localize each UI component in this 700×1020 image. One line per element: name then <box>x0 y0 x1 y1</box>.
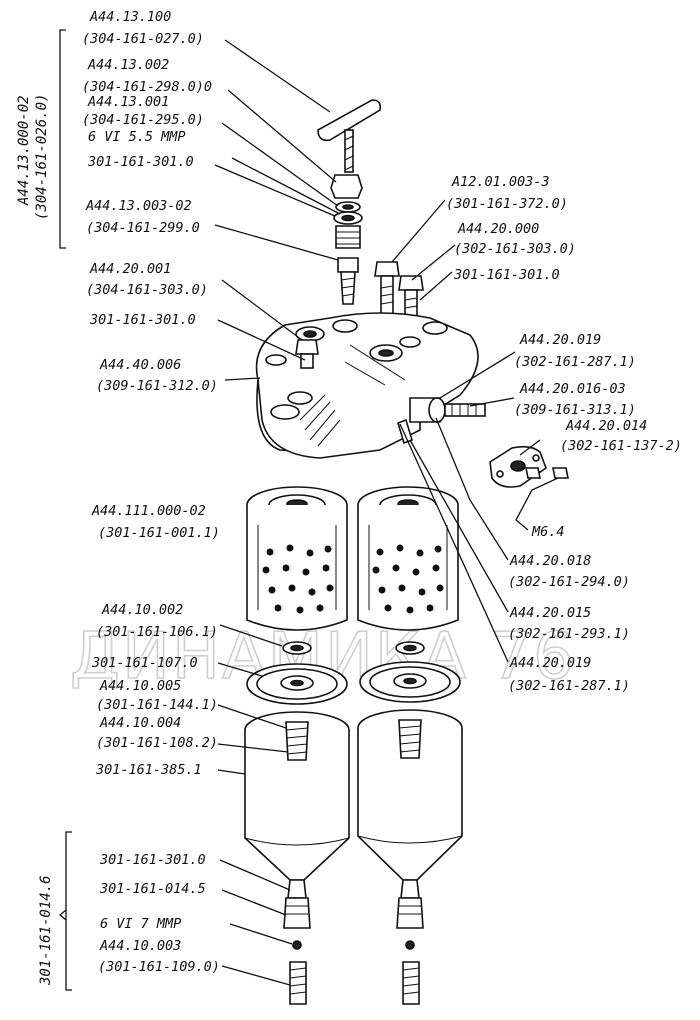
label-6vi-5-5-mmp: 6 VI 5.5 MMP <box>88 129 186 145</box>
group-label-top-line2: (304-161-026.0) <box>34 94 50 220</box>
leader-lines <box>214 39 559 986</box>
label-301-161-014-5: 301-161-014.5 <box>99 881 206 897</box>
label-302-161-287-a: (302-161-287.1) <box>514 354 636 370</box>
label-301-161-108: (301-161-108.2) <box>96 735 218 751</box>
label-302-161-137: (302-161-137-2) <box>560 438 682 454</box>
label-a44-13-002: А44.13.002 <box>87 57 169 73</box>
label-301-161-301-a: 301-161-301.0 <box>87 154 194 170</box>
sediment-bowl-right <box>357 709 463 1005</box>
filter-element-right <box>357 486 459 631</box>
label-a44-20-015: А44.20.015 <box>509 605 591 621</box>
label-301-161-001: (301-161-001.1) <box>98 525 220 541</box>
label-301-161-144: (301-161-144.1) <box>96 697 218 713</box>
label-a44-13-100: А44.13.100 <box>89 9 171 25</box>
label-302-161-294: (302-161-294.0) <box>508 574 630 590</box>
label-309-161-313: (309-161-313.1) <box>514 402 636 418</box>
label-a44-20-000: А44.20.000 <box>457 221 539 237</box>
label-301-161-301-d: 301-161-301.0 <box>99 852 206 868</box>
label-a44-111-000: А44.111.000-02 <box>91 503 206 519</box>
label-304-161-298: (304-161-298.0)0 <box>82 79 212 95</box>
label-302-161-303: (302-161-303.0) <box>454 241 576 257</box>
label-6vi-7-mmp: 6 VI 7 MMP <box>100 916 181 932</box>
bolts-right <box>374 261 424 321</box>
label-301-161-301-b: 301-161-301.0 <box>89 312 196 328</box>
label-a44-20-001: А44.20.001 <box>89 261 171 277</box>
label-309-161-312: (309-161-312.0) <box>96 378 218 394</box>
label-a44-40-006: А44.40.006 <box>99 357 181 373</box>
label-304-161-027: (304-161-027.0) <box>82 31 204 47</box>
label-a12-01-003: А12.01.003-3 <box>451 174 550 190</box>
group-bracket-top: А44.13.000-02 (304-161-026.0) <box>16 29 66 249</box>
label-a44-13-001: А44.13.001 <box>87 94 169 110</box>
label-a44-13-003: А44.13.003-02 <box>85 198 192 214</box>
filter-head-body <box>255 312 479 459</box>
label-a44-20-014: А44.20.014 <box>565 418 647 434</box>
label-301-161-109: (301-161-109.0) <box>98 959 220 975</box>
label-302-161-287-b: (302-161-287.1) <box>508 678 630 694</box>
label-a44-20-018: А44.20.018 <box>509 553 591 569</box>
label-m6-4: M6.4 <box>531 524 565 540</box>
label-a44-10-002: А44.10.002 <box>101 602 183 618</box>
label-a44-20-019-a: А44.20.019 <box>519 332 601 348</box>
label-301-161-372: (301-161-372.0) <box>446 196 568 212</box>
filter-element-left <box>246 486 348 631</box>
label-301-161-385: 301-161-385.1 <box>95 762 202 778</box>
label-a44-10-003: А44.10.003 <box>99 938 181 954</box>
washers-left <box>246 641 348 705</box>
washers-right <box>359 641 461 703</box>
label-a44-10-005: А44.10.005 <box>99 678 181 694</box>
label-304-161-299: (304-161-299.0 <box>86 220 200 236</box>
valve-bolt <box>335 225 361 305</box>
t-handle <box>317 99 382 173</box>
label-301-161-106: (301-161-106.1) <box>96 624 218 640</box>
label-302-161-293: (302-161-293.1) <box>508 626 630 642</box>
label-304-161-295: (304-161-295.0) <box>82 112 204 128</box>
sediment-bowl-left <box>244 711 350 1005</box>
label-a44-20-016: А44.20.016-03 <box>519 381 626 397</box>
group-label-bottom: 301-161-014.6 <box>38 875 54 986</box>
label-304-161-303: (304-161-303.0) <box>86 282 208 298</box>
label-a44-20-019-b: А44.20.019 <box>509 655 591 671</box>
label-301-161-107: 301-161-107.0 <box>91 655 198 671</box>
label-a44-10-004: А44.10.004 <box>99 715 181 731</box>
flange-plate <box>489 445 569 488</box>
label-301-161-301-c: 301-161-301.0 <box>453 267 560 283</box>
outlet-fitting <box>409 397 486 423</box>
group-label-top-line1: А44.13.000-02 <box>16 95 32 206</box>
group-bracket-bottom: 301-161-014.6 <box>38 831 72 991</box>
nut-top <box>330 174 363 225</box>
